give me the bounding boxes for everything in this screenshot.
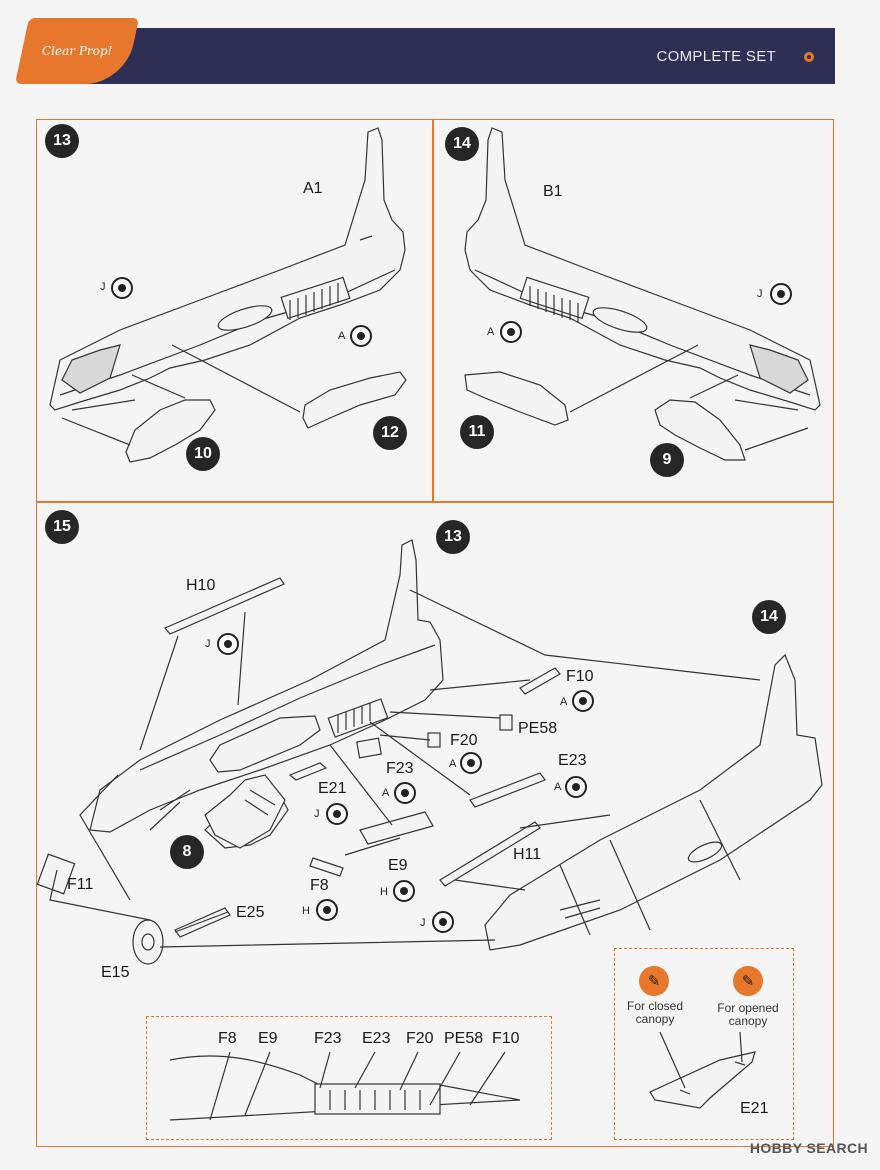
part-label-h11: H11: [513, 846, 542, 863]
sub-step-badge-11: 11: [460, 415, 494, 449]
paint-code-j: J: [314, 808, 320, 820]
paint-code-a: A: [382, 787, 390, 799]
canopy-part-label: E21: [740, 1100, 769, 1117]
page-title: COMPLETE SET: [656, 48, 776, 65]
paint-code-a: A: [338, 330, 346, 342]
part-e9: [359, 811, 434, 845]
part-f8: [309, 857, 344, 877]
part-pe58: [499, 714, 513, 731]
paint-icon: [432, 911, 454, 933]
detail-label-f10: F10: [492, 1030, 520, 1047]
paint-icon: [460, 752, 482, 774]
part-label-f20: F20: [450, 732, 478, 749]
part-e21: [288, 762, 328, 781]
paint-icon: [394, 782, 416, 804]
canopy-closed-icon: ✎: [639, 966, 669, 996]
panel-step-13: [36, 119, 434, 503]
paint-code-j: J: [100, 281, 106, 293]
header-bar: [40, 28, 835, 84]
ref-badge-14: 14: [752, 600, 786, 634]
hobby-search-watermark: HOBBY SEARCH: [749, 1140, 868, 1156]
paint-code-j: J: [757, 288, 763, 300]
detail-label-pe58: PE58: [444, 1030, 484, 1047]
part-label-pe58: PE58: [518, 720, 558, 737]
part-label-f8: F8: [310, 877, 329, 894]
canopy-closed-caption: For closed canopy: [626, 999, 684, 1026]
paint-icon: [500, 321, 522, 343]
detail-drawing: [169, 1051, 521, 1121]
paint-icon: [565, 776, 587, 798]
part-label-e21: E21: [318, 780, 347, 797]
part-label-f23: F23: [386, 760, 414, 777]
part-label-e25: E25: [236, 904, 265, 921]
part-h10: [164, 577, 285, 635]
paint-code-j: J: [205, 638, 211, 650]
paint-icon: [326, 803, 348, 825]
panel-step-14: [432, 119, 834, 503]
paint-icon: [770, 283, 792, 305]
sub-step-badge-10: 10: [186, 437, 220, 471]
part-label-e15: E15: [101, 964, 130, 981]
fuselage-half-a1: [49, 127, 406, 411]
fuselage-half-b1: [464, 127, 821, 411]
paint-code-a: A: [560, 696, 568, 708]
part-label-e23: E23: [558, 752, 587, 769]
ref-badge-13: 13: [436, 520, 470, 554]
paint-code-j: J: [420, 917, 426, 929]
step-badge-13: 13: [45, 124, 79, 158]
detail-label-e9: E9: [258, 1030, 278, 1047]
paint-icon: [111, 277, 133, 299]
paint-icon: [316, 899, 338, 921]
step-badge-15: 15: [45, 510, 79, 544]
part-10-insert: [125, 399, 216, 463]
ref-badge-8: 8: [170, 835, 204, 869]
panel-step-15: [36, 501, 834, 1147]
detail-label-f8: F8: [218, 1030, 237, 1047]
paint-icon: [350, 325, 372, 347]
sub-step-badge-12: 12: [373, 416, 407, 450]
paint-code-h: H: [380, 886, 388, 898]
canopy-opened-icon: ✎: [733, 966, 763, 996]
paint-code-h: H: [302, 905, 310, 917]
part-12-insert: [302, 371, 407, 429]
part-label-b1: B1: [543, 183, 563, 200]
paint-icon: [393, 880, 415, 902]
part-e25: [174, 907, 231, 938]
canopy-part-e21: [649, 1031, 756, 1109]
part-label-h10: H10: [186, 577, 216, 594]
detail-box: [146, 1016, 552, 1140]
paint-icon: [572, 690, 594, 712]
detail-label-e23: E23: [362, 1030, 391, 1047]
paint-code-a: A: [554, 781, 562, 793]
paint-code-a: A: [487, 326, 495, 338]
part-e23: [469, 772, 546, 808]
detail-label-f23: F23: [314, 1030, 342, 1047]
fuselage-complete-14: [484, 653, 823, 951]
target-dot-icon: [804, 52, 814, 62]
step-badge-14: 14: [445, 127, 479, 161]
canopy-option-box: [614, 948, 794, 1140]
part-11-insert: [464, 371, 569, 426]
part-h11: [439, 821, 541, 887]
part-f23: [356, 737, 382, 759]
detail-label-f20: F20: [406, 1030, 434, 1047]
part-9-insert: [654, 399, 746, 461]
part-8-seat: [204, 774, 286, 849]
part-label-f11: F11: [67, 876, 94, 893]
sub-step-badge-9: 9: [650, 443, 684, 477]
part-f10: [519, 667, 561, 695]
part-label-f10: F10: [566, 668, 594, 685]
canopy-opened-caption: For opened canopy: [717, 1001, 779, 1028]
part-e15-wheel: [132, 919, 164, 965]
paint-code-a: A: [449, 758, 457, 770]
paint-icon: [217, 633, 239, 655]
part-label-a1: A1: [303, 180, 323, 197]
part-label-e9: E9: [388, 857, 408, 874]
